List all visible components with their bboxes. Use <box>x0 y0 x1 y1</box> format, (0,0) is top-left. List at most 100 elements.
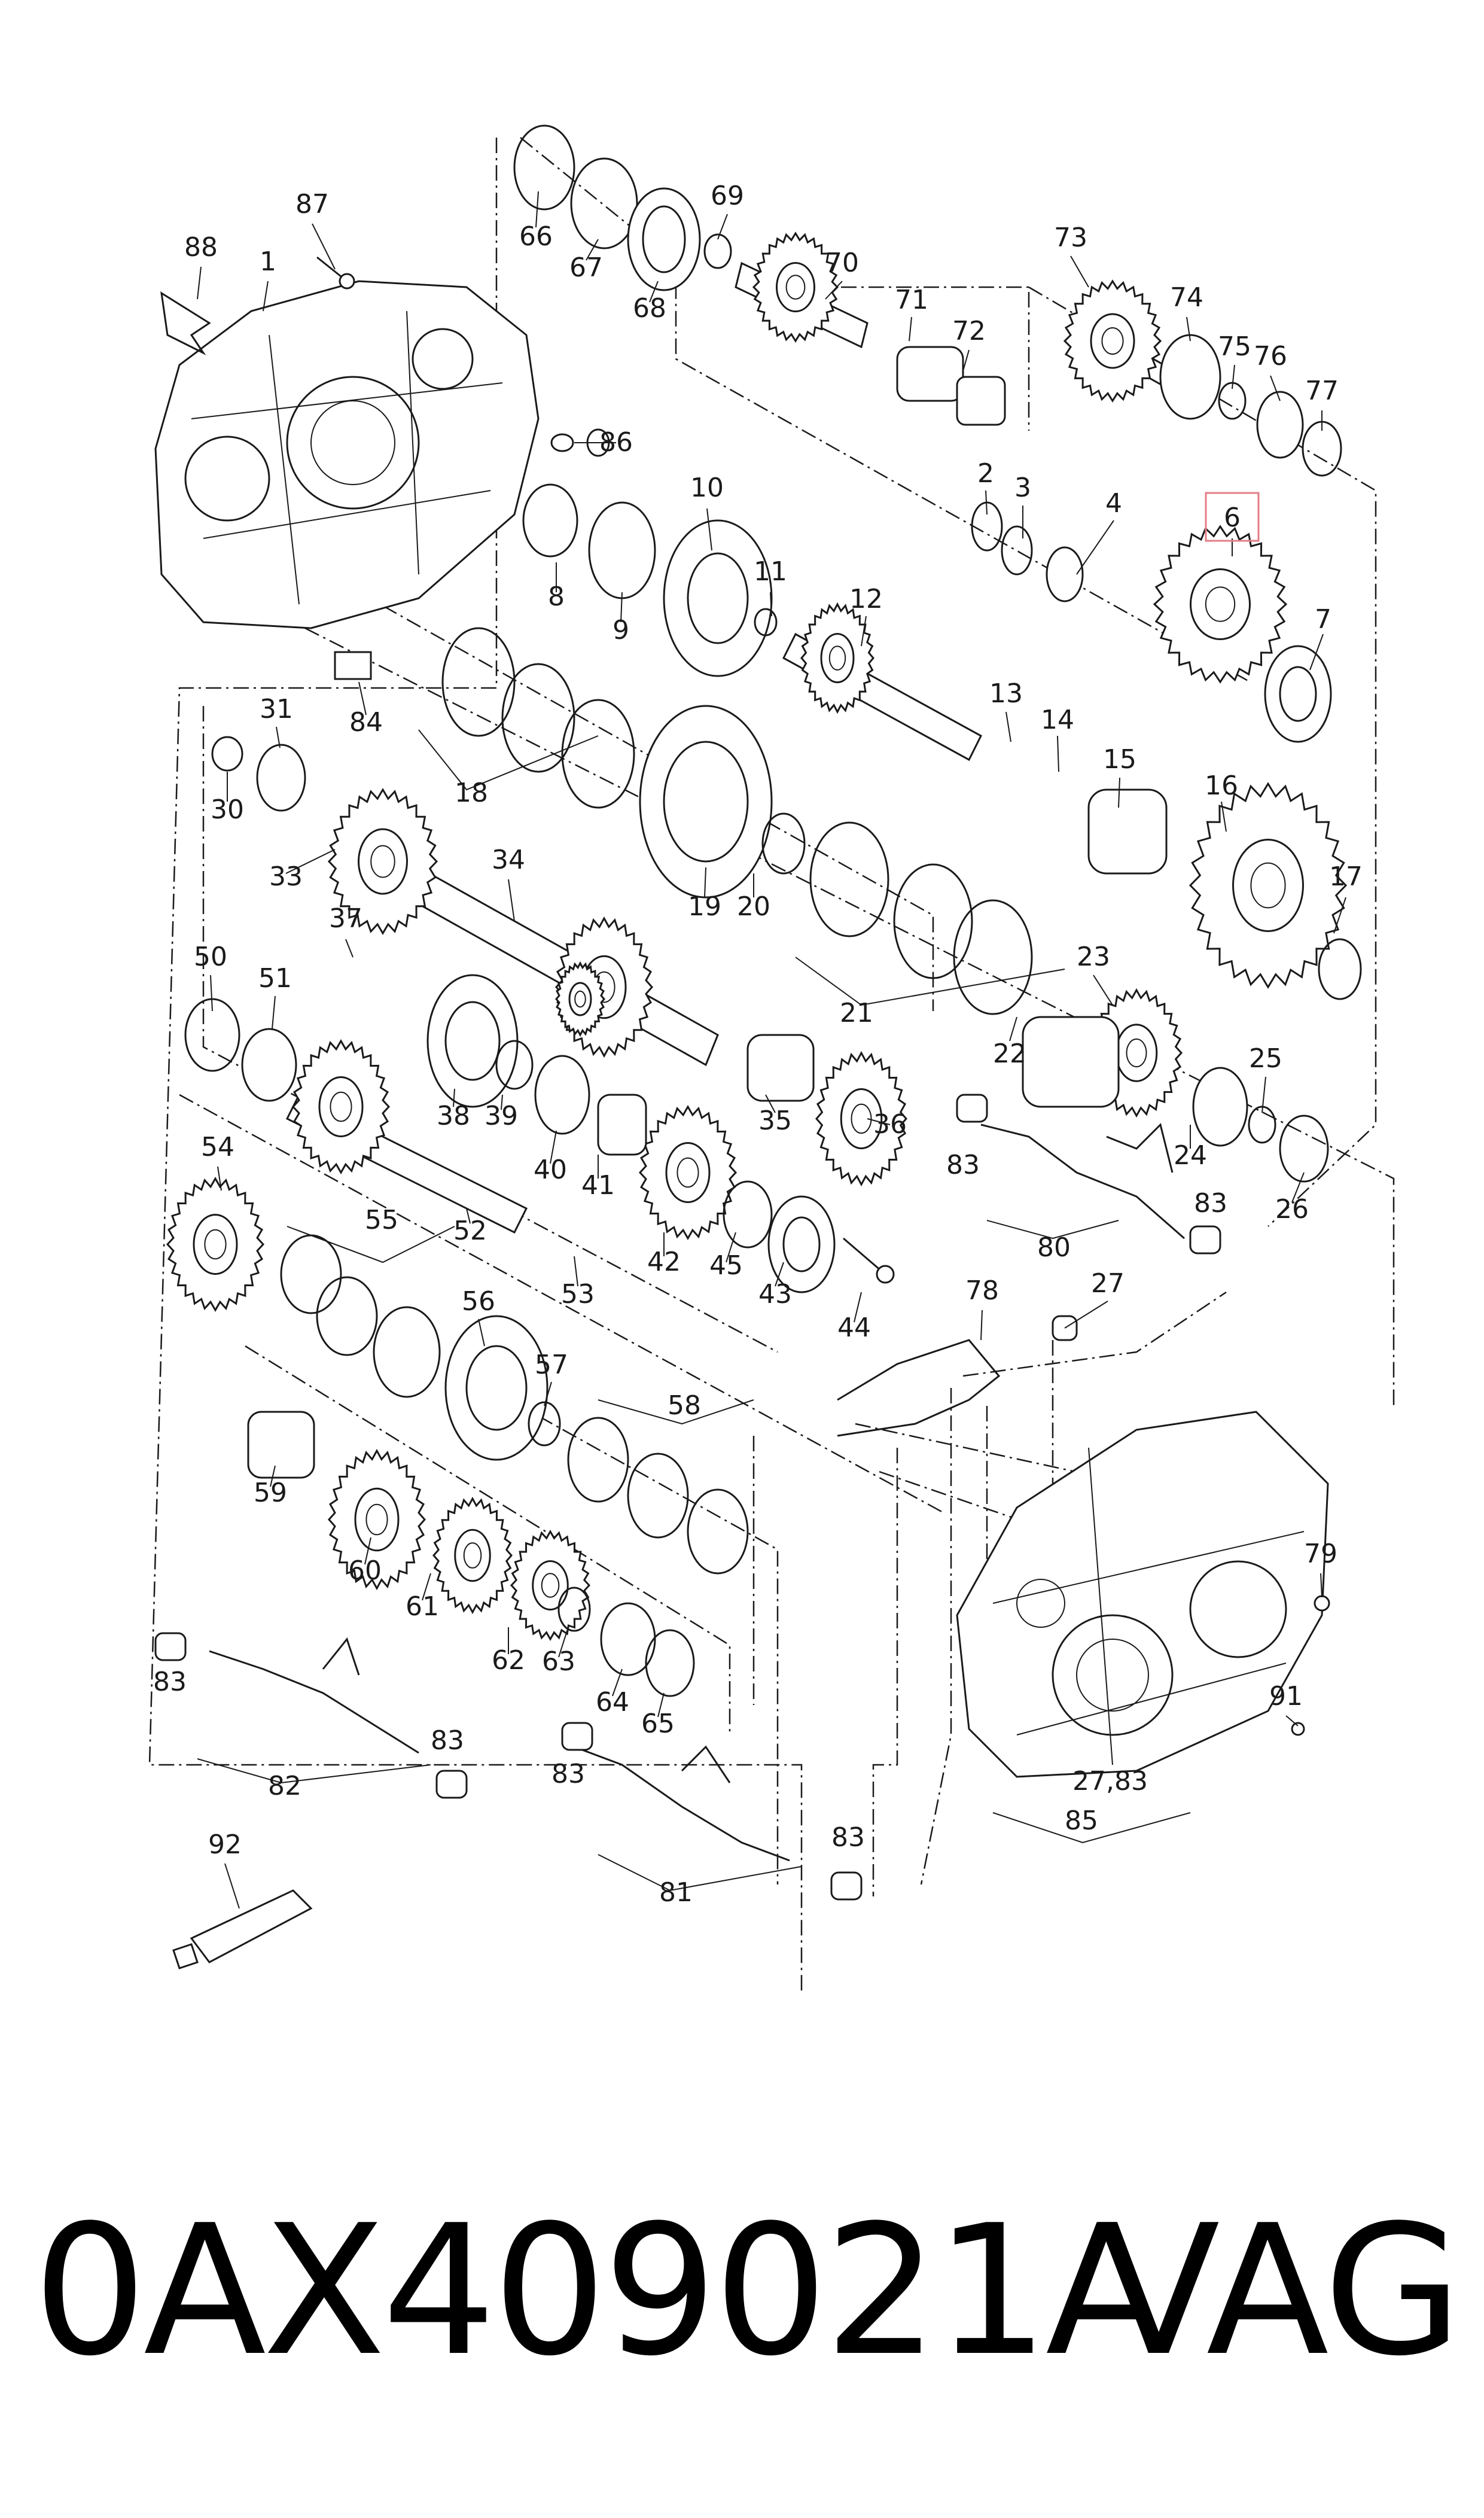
svg-text:14: 14 <box>1041 705 1074 735</box>
svg-text:52: 52 <box>453 1216 487 1246</box>
gear <box>1189 782 1348 989</box>
svg-text:18: 18 <box>455 778 488 808</box>
part-label-27: 27 <box>1091 1268 1125 1299</box>
part-label-83: 83 <box>1194 1188 1227 1219</box>
svg-text:9: 9 <box>613 615 629 646</box>
svg-text:61: 61 <box>406 1591 439 1622</box>
part-label-74: 74 <box>1170 282 1203 313</box>
svg-text:88: 88 <box>184 232 218 263</box>
part-label-87: 87 <box>295 189 329 220</box>
svg-text:87: 87 <box>295 189 329 220</box>
part-label-30: 30 <box>211 794 244 825</box>
gear <box>166 1176 265 1313</box>
svg-text:41: 41 <box>581 1170 615 1201</box>
svg-text:2: 2 <box>977 458 994 489</box>
svg-text:22: 22 <box>993 1039 1026 1069</box>
part-label-55: 55 <box>365 1205 398 1235</box>
part-label-14: 14 <box>1041 705 1074 735</box>
svg-text:91: 91 <box>1269 1681 1303 1712</box>
svg-text:70: 70 <box>825 248 859 278</box>
part-label-50: 50 <box>194 942 227 972</box>
part-label-3: 3 <box>1014 473 1031 503</box>
part-label-33: 33 <box>269 861 303 892</box>
part-label-10: 10 <box>690 473 724 503</box>
part-label-85: 85 <box>1065 1805 1098 1836</box>
svg-text:54: 54 <box>201 1132 234 1162</box>
part-label-79: 79 <box>1304 1539 1337 1569</box>
part-label-91: 91 <box>1269 1681 1303 1712</box>
svg-text:17: 17 <box>1329 861 1363 892</box>
brand-name: VAG <box>1097 2187 1462 2395</box>
part-label-36: 36 <box>873 1109 907 1140</box>
part-label-21: 21 <box>840 998 873 1028</box>
svg-text:13: 13 <box>989 678 1023 709</box>
part-label-42: 42 <box>647 1247 681 1277</box>
svg-text:57: 57 <box>535 1350 568 1380</box>
part-label-24: 24 <box>1174 1140 1207 1171</box>
svg-text:81: 81 <box>659 1877 693 1908</box>
svg-text:34: 34 <box>492 845 525 875</box>
gear <box>510 1529 591 1642</box>
part-label-34: 34 <box>492 845 525 875</box>
gear <box>327 1448 426 1591</box>
svg-text:3: 3 <box>1014 473 1031 503</box>
part-label-51: 51 <box>258 963 292 994</box>
svg-text:78: 78 <box>965 1275 999 1306</box>
part-label-58: 58 <box>668 1390 701 1421</box>
svg-text:26: 26 <box>1275 1194 1309 1225</box>
svg-text:12: 12 <box>849 584 883 614</box>
part-label-35: 35 <box>758 1106 792 1136</box>
svg-text:77: 77 <box>1305 376 1339 406</box>
svg-text:35: 35 <box>758 1106 792 1136</box>
svg-text:82: 82 <box>268 1771 301 1801</box>
shift-forks <box>154 651 1221 1901</box>
svg-text:24: 24 <box>1174 1140 1207 1171</box>
part-label-83: 83 <box>946 1150 980 1180</box>
svg-text:64: 64 <box>596 1687 629 1718</box>
svg-text:85: 85 <box>1065 1805 1098 1836</box>
part-label-9: 9 <box>613 615 629 646</box>
part-label-61: 61 <box>406 1591 439 1622</box>
svg-text:44: 44 <box>837 1313 871 1343</box>
svg-text:16: 16 <box>1205 771 1238 801</box>
svg-text:68: 68 <box>633 293 666 324</box>
part-label-31: 31 <box>260 694 293 724</box>
svg-text:31: 31 <box>260 694 293 724</box>
part-label-59: 59 <box>254 1478 287 1508</box>
part-label-12: 12 <box>849 584 883 614</box>
part-label-62: 62 <box>492 1645 525 1676</box>
svg-text:92: 92 <box>208 1829 242 1860</box>
svg-text:4: 4 <box>1105 488 1122 519</box>
part-label-84: 84 <box>349 707 383 738</box>
svg-text:83: 83 <box>831 1822 865 1853</box>
part-number: 0AX409021A <box>33 2187 1168 2395</box>
svg-text:37: 37 <box>329 903 362 934</box>
part-label-66: 66 <box>519 221 553 252</box>
part-label-19: 19 <box>688 891 721 922</box>
svg-text:38: 38 <box>437 1101 470 1131</box>
svg-text:67: 67 <box>569 252 603 283</box>
svg-text:30: 30 <box>211 794 244 825</box>
part-label-7: 7 <box>1315 604 1331 635</box>
svg-text:59: 59 <box>254 1478 287 1508</box>
svg-text:69: 69 <box>711 181 744 211</box>
part-label-70: 70 <box>825 248 859 278</box>
svg-text:80: 80 <box>1037 1232 1071 1263</box>
svg-text:79: 79 <box>1304 1539 1337 1569</box>
part-label-37: 37 <box>329 903 362 934</box>
part-label-63: 63 <box>542 1646 575 1677</box>
part-label-39: 39 <box>484 1101 518 1131</box>
svg-text:33: 33 <box>269 861 303 892</box>
part-label-18: 18 <box>455 778 488 808</box>
part-label-53: 53 <box>561 1279 595 1310</box>
svg-text:65: 65 <box>641 1709 675 1739</box>
svg-text:76: 76 <box>1254 341 1287 372</box>
part-label-4: 4 <box>1105 488 1122 519</box>
gear <box>291 1039 391 1175</box>
part-label-86: 86 <box>599 427 633 458</box>
svg-text:20: 20 <box>737 891 770 922</box>
rings-and-bearings <box>184 124 1362 1697</box>
svg-text:27,83: 27,83 <box>1072 1766 1148 1797</box>
part-label-27-83: 27,83 <box>1072 1766 1148 1797</box>
